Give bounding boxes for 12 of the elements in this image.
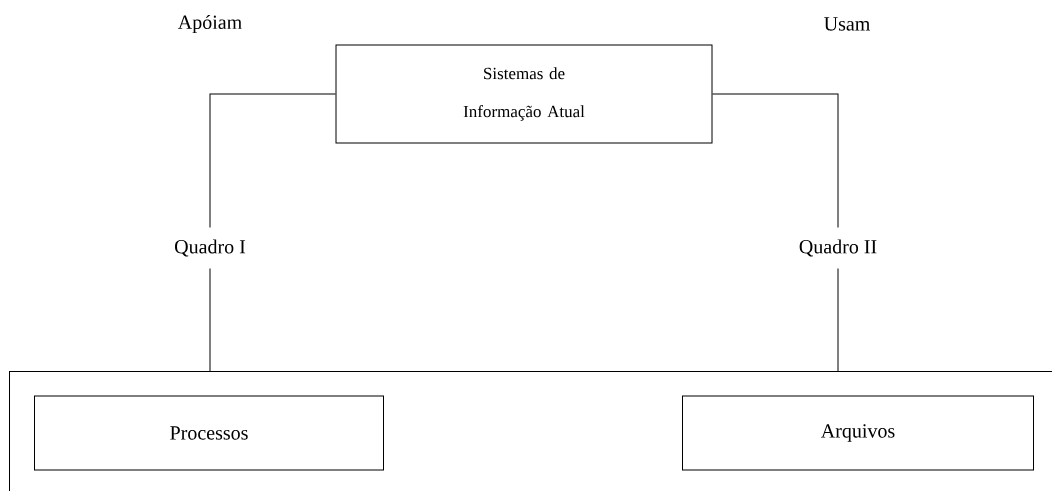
file-box: Arquivos [682,395,1034,471]
connector-line [209,268,211,372]
heading-label: Apóiam [178,14,242,34]
connector-line [209,93,336,228]
system-box: Sistemas de Informação Atual [335,44,713,144]
quadro-label: Quadro I [175,239,246,257]
quadro-label: Quadro II [799,239,877,257]
process-box: Processos [34,395,384,471]
connector-line [837,268,839,372]
heading-label: Usam [824,17,870,31]
connector-line [712,93,839,228]
group-frame [9,371,1052,491]
